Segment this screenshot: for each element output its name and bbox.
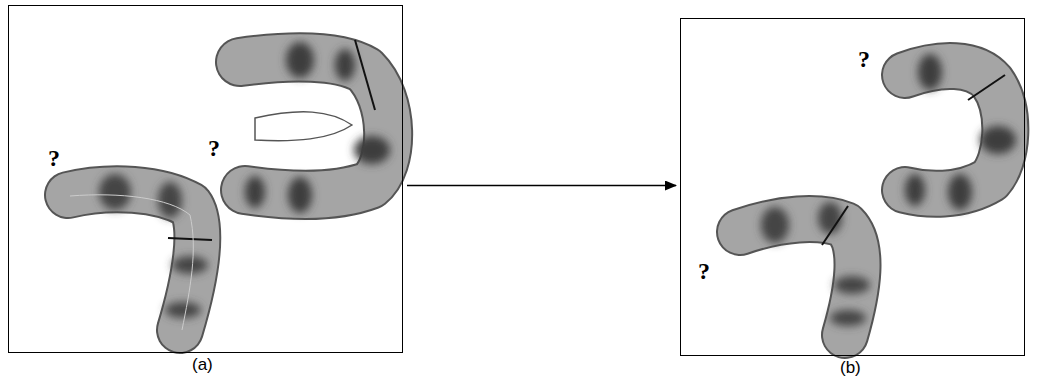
transform-arrow: [407, 185, 676, 187]
question-mark: ?: [48, 145, 60, 172]
image-panel: ?? (b): [680, 18, 1025, 378]
question-mark: ?: [698, 258, 710, 285]
chromosome: [68, 174, 212, 330]
question-mark: ?: [208, 135, 220, 162]
panel-caption: (a): [192, 355, 213, 375]
panel-frame: [8, 5, 403, 353]
chromosome: [740, 202, 870, 335]
chromosome: [240, 40, 390, 213]
chromosome: [905, 54, 1016, 210]
question-mark: ?: [858, 46, 870, 73]
panel-caption: (b): [840, 358, 861, 378]
image-panel: ?? (a): [8, 5, 403, 377]
panel-frame: [680, 18, 1025, 356]
